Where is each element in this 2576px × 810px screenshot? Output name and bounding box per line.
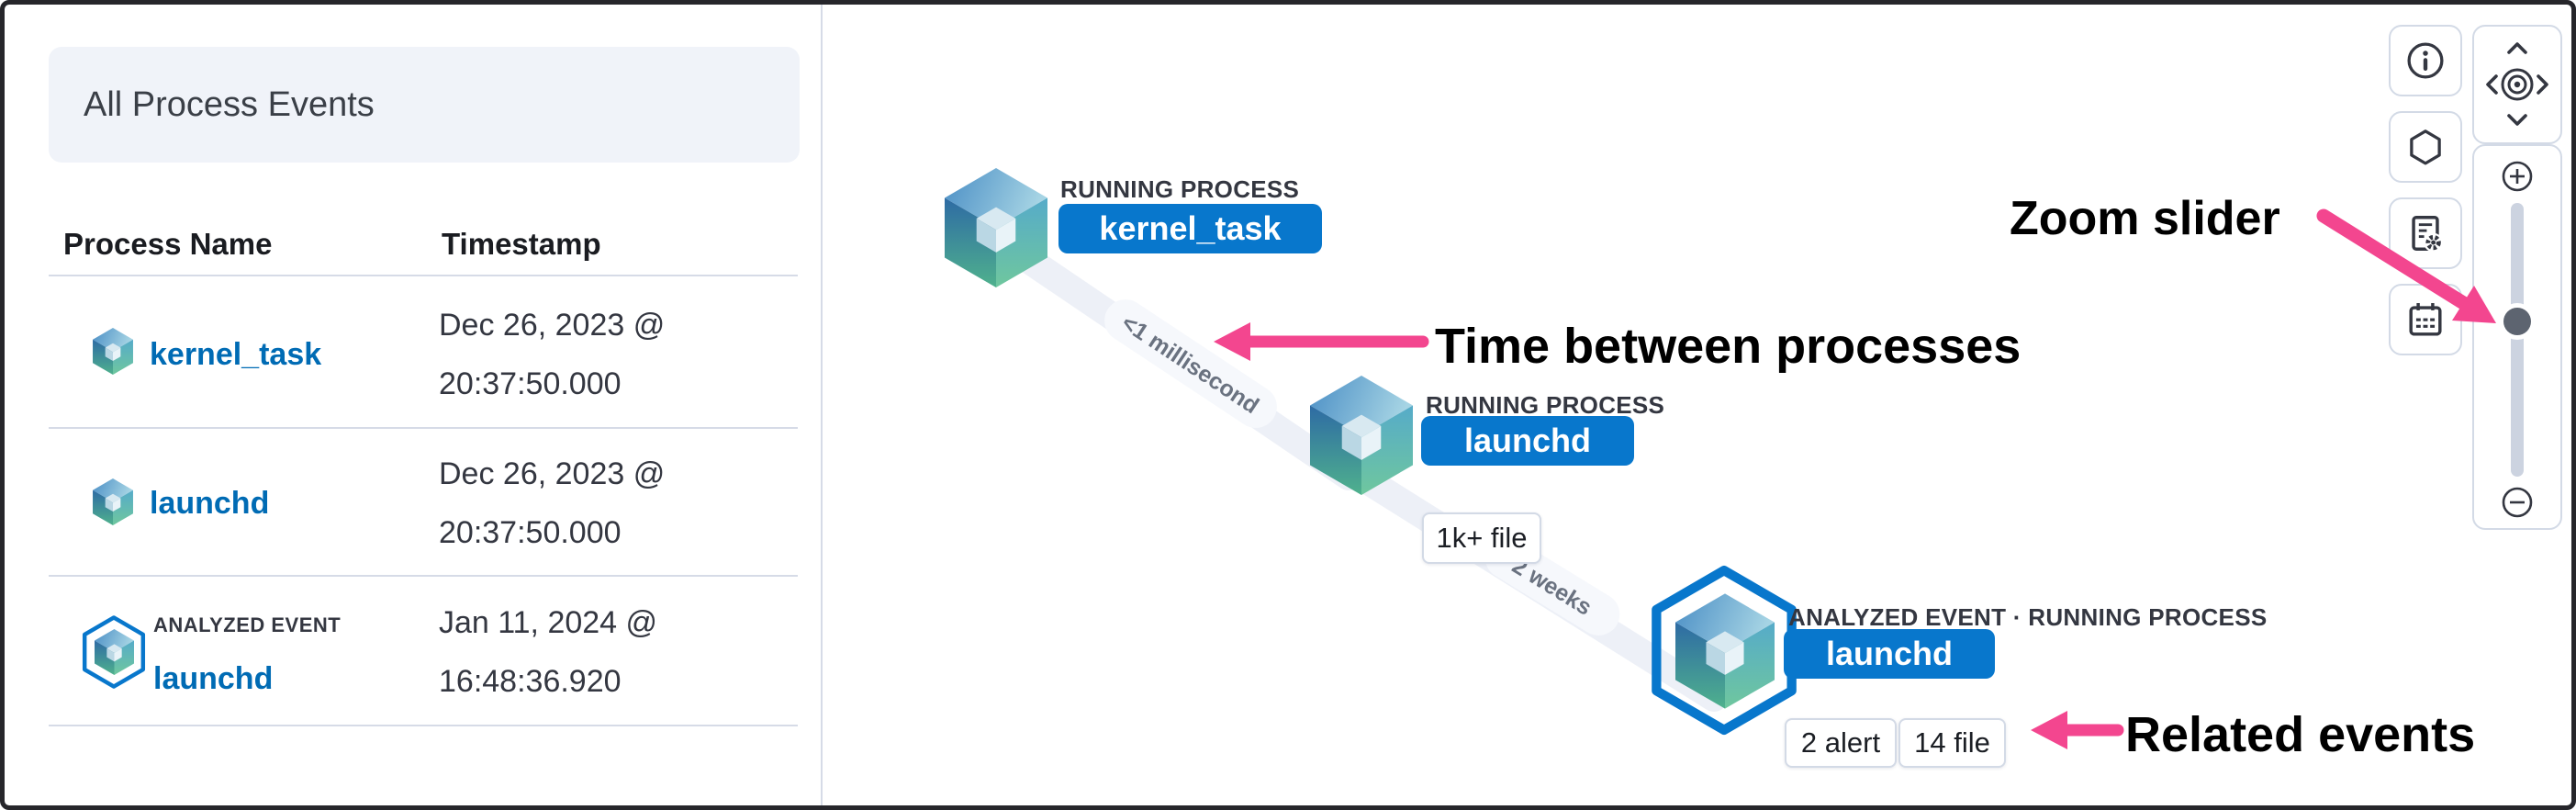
timestamp-line1: Dec 26, 2023 @ [439, 456, 666, 491]
hexagon-icon [2410, 129, 2441, 165]
related-events-pill[interactable]: 1k+ file [1422, 512, 1541, 564]
process-name-link[interactable]: launchd [153, 661, 274, 696]
file-count-pill[interactable]: 14 file [1898, 718, 2006, 768]
divider [49, 275, 798, 276]
pan-left-icon[interactable] [2486, 74, 2498, 95]
process-name-link[interactable]: kernel_task [150, 337, 322, 372]
timestamp-line1: Jan 11, 2024 @ [439, 605, 658, 640]
center-camera-icon[interactable] [2501, 68, 2534, 101]
analyzed-event-badge: ANALYZED EVENT [153, 613, 342, 636]
node-type-label: ANALYZED EVENT · RUNNING PROCESS [1788, 603, 2268, 631]
alert-count-pill[interactable]: 2 alert [1785, 718, 1897, 768]
timestamp-line2: 16:48:36.920 [439, 664, 622, 699]
pan-down-icon[interactable] [2507, 114, 2527, 126]
panel-divider [821, 5, 823, 805]
process-cube-icon [93, 478, 133, 525]
arrow-related-events [2031, 711, 2124, 749]
pan-controls-panel [2472, 25, 2562, 144]
column-header-process-name: Process Name [63, 227, 273, 261]
annotation-zoom-slider: Zoom slider [2010, 192, 2280, 245]
divider [49, 575, 798, 577]
divider [49, 427, 798, 429]
process-cube-icon [93, 328, 133, 375]
svg-text:<1 millisecond: <1 millisecond [1117, 309, 1264, 419]
calendar-icon [2409, 303, 2442, 336]
edge-duration-label: <1 millisecond [1104, 299, 1277, 428]
arrow-time-between-processes [1214, 322, 1429, 361]
column-header-timestamp: Timestamp [442, 227, 601, 261]
panel-title: All Process Events [84, 85, 375, 124]
timestamp-line2: 20:37:50.000 [439, 515, 622, 550]
process-name-pill[interactable]: launchd [1421, 416, 1634, 466]
zoom-slider-thumb[interactable] [2503, 308, 2531, 335]
zoom-in-icon[interactable] [2501, 160, 2534, 193]
pan-up-icon[interactable] [2507, 42, 2527, 54]
nodes-settings-button[interactable] [2389, 197, 2462, 269]
process-cube-icon[interactable] [1310, 376, 1413, 495]
node-type-label: RUNNING PROCESS [1426, 391, 1665, 419]
node-type-label: RUNNING PROCESS [1060, 175, 1300, 203]
list-settings-icon [2412, 216, 2443, 253]
zoom-slider-track[interactable] [2511, 203, 2524, 477]
date-picker-button[interactable] [2389, 284, 2462, 355]
annotation-related-events: Related events [2125, 707, 2476, 762]
process-cube-icon[interactable] [1675, 593, 1775, 709]
info-icon [2407, 42, 2444, 79]
panel-header [49, 47, 800, 163]
schema-legend-button[interactable] [2389, 111, 2462, 183]
process-name-link[interactable]: launchd [150, 486, 270, 521]
timestamp-line2: 20:37:50.000 [439, 366, 622, 401]
zoom-out-icon[interactable] [2501, 486, 2534, 519]
pan-right-icon[interactable] [2537, 74, 2548, 95]
timestamp-line1: Dec 26, 2023 @ [439, 308, 666, 343]
divider [49, 725, 798, 726]
process-cube-icon[interactable] [945, 168, 1047, 287]
annotation-time-between-processes: Time between processes [1435, 319, 2022, 374]
process-cube-icon [95, 629, 134, 675]
process-name-pill[interactable]: kernel_task [1058, 204, 1322, 253]
process-name-pill[interactable]: launchd [1784, 629, 1995, 679]
node-legend-info-button[interactable] [2389, 25, 2462, 96]
